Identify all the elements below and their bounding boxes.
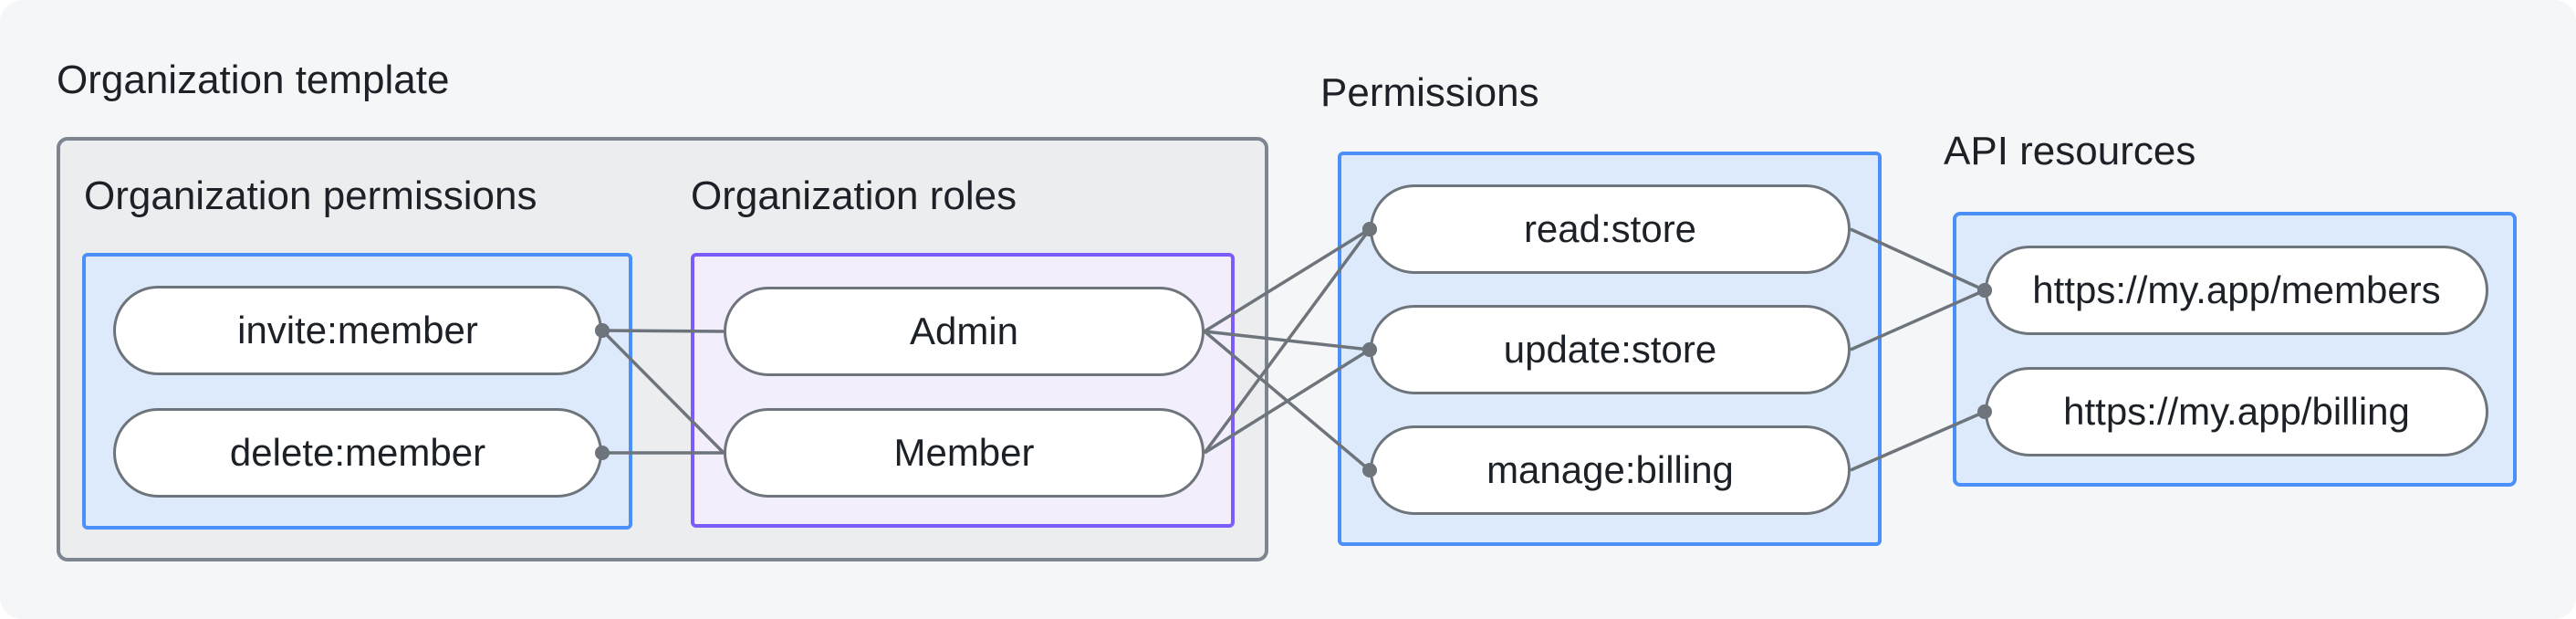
permissions-label: Permissions [1320, 70, 1539, 115]
node-admin-role: Admin [724, 287, 1205, 376]
node-invite-member-label: invite:member [237, 309, 478, 351]
node-read-store: read:store [1370, 184, 1851, 274]
node-admin-role-label: Admin [909, 310, 1019, 352]
node-update-store-label: update:store [1503, 328, 1717, 371]
node-api-members-url-label: https://my.app/members [2032, 268, 2441, 311]
node-api-billing-url: https://my.app/billing [1985, 367, 2488, 456]
node-api-billing-url-label: https://my.app/billing [2063, 390, 2410, 433]
org-roles-label: Organization roles [691, 173, 1017, 218]
api-resources-label: API resources [1944, 129, 2196, 173]
node-manage-billing-label: manage:billing [1486, 448, 1734, 491]
node-invite-member: invite:member [113, 286, 602, 375]
node-read-store-label: read:store [1523, 207, 1697, 250]
node-member-role-label: Member [893, 431, 1035, 474]
org-permissions-label: Organization permissions [84, 173, 537, 218]
node-delete-member: delete:member [113, 408, 602, 498]
node-delete-member-label: delete:member [229, 431, 486, 474]
node-update-store: update:store [1370, 305, 1851, 394]
node-manage-billing: manage:billing [1370, 425, 1851, 515]
diagram-title: Organization template [57, 58, 450, 102]
node-api-members-url: https://my.app/members [1985, 246, 2488, 335]
node-member-role: Member [724, 408, 1205, 498]
